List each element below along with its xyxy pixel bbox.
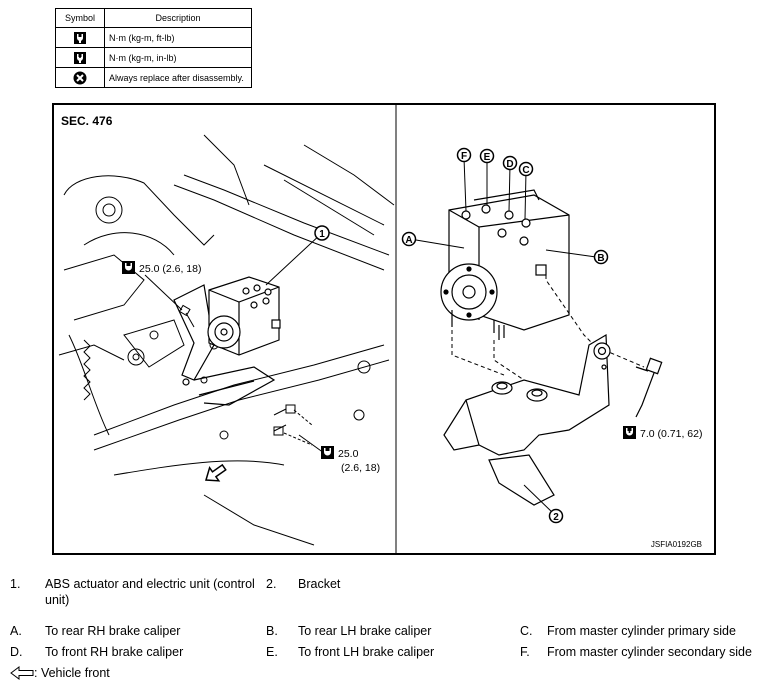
legend-text-F: From master cylinder secondary side [547, 645, 752, 659]
leader-lines-letters [415, 157, 597, 515]
legend-text-1: ABS actuator and electric unit (control … [45, 577, 255, 607]
vehicle-front-label: : Vehicle front [34, 666, 110, 680]
vehicle-structure [58, 134, 395, 546]
torque-callout-right: 7.0 (0.71, 62) [623, 426, 702, 440]
legend-text-2: Bracket [298, 577, 341, 591]
svg-text:C: C [522, 165, 529, 176]
figure-drawing: SEC. 476 [58, 105, 702, 553]
svg-text:7.0 (0.71, 62): 7.0 (0.71, 62) [640, 428, 702, 440]
symbol-desc-replace: Always replace after disassembly. [104, 67, 252, 88]
leader-torque-upper [144, 274, 183, 311]
legend-text-C: From master cylinder primary side [547, 624, 736, 638]
leader-1 [265, 232, 323, 286]
abs-unit-right [440, 189, 570, 340]
callout-F: F [456, 147, 472, 163]
section-label: SEC. 476 [61, 114, 113, 128]
legend-num-D: D. [10, 645, 23, 659]
abs-unit-left [207, 276, 281, 356]
legend-text-B: To rear LH brake caliper [298, 624, 432, 638]
svg-text:2: 2 [553, 512, 559, 523]
svg-text:25.0 (2.6, 18): 25.0 (2.6, 18) [139, 263, 201, 275]
bolts-left [178, 304, 313, 446]
figure-code: JSFIA0192GB [651, 540, 702, 549]
svg-text:F: F [461, 151, 467, 162]
vehicle-front-arrow-icon [10, 666, 34, 680]
svg-text:D: D [506, 159, 513, 170]
torque-callout-upper-left: 25.0 (2.6, 18) [122, 261, 201, 275]
callout-C: C [518, 161, 534, 177]
legend-text-E: To front LH brake caliper [298, 645, 435, 659]
always-replace-icon [73, 71, 87, 84]
torque-callout-lower: 25.0 (2.6, 18) [321, 446, 380, 474]
svg-text:B: B [597, 253, 604, 264]
leader-torque-lower [298, 434, 325, 454]
torque-wrench-icon [74, 31, 86, 44]
callout-D: D [502, 155, 518, 171]
legend-num-1: 1. [10, 577, 21, 591]
svg-text:A: A [405, 235, 412, 246]
legend-num-A: A. [10, 624, 22, 638]
letter-callouts: F E D C A B 2 [401, 147, 609, 524]
legend-text-A: To rear RH brake caliper [45, 624, 181, 638]
symbol-table: Symbol Description N·m (kg-m, ft-lb) N·m… [55, 8, 252, 88]
callout-2: 2 [548, 508, 564, 524]
legend-text-D: To front RH brake caliper [45, 645, 184, 659]
vehicle-front-arrow [205, 463, 227, 482]
svg-text:25.0: 25.0 [338, 448, 359, 460]
svg-text:1: 1 [319, 229, 325, 240]
torque-wrench-inlb-icon [74, 51, 86, 64]
legend-num-F: F. [520, 645, 530, 659]
svg-text:E: E [484, 152, 491, 163]
callout-B: B [593, 249, 609, 265]
callout-1: 1 [314, 225, 330, 241]
description-header: Description [104, 8, 252, 28]
symbol-header: Symbol [55, 8, 105, 28]
callout-E: E [479, 148, 495, 164]
legend-num-E: E. [266, 645, 278, 659]
legend-num-C: C. [520, 624, 533, 638]
bolt-right [635, 357, 663, 418]
symbol-desc-inlb: N·m (kg-m, in-lb) [104, 47, 252, 68]
callout-A: A [401, 231, 417, 247]
symbol-desc-ftlb: N·m (kg-m, ft-lb) [104, 27, 252, 48]
bracket-right [443, 333, 611, 506]
exploded-view-figure: SEC. 476 [52, 103, 716, 555]
legend-num-B: B. [266, 624, 278, 638]
bracket-left [173, 284, 276, 406]
legend-num-2: 2. [266, 577, 277, 591]
vehicle-front-legend: : Vehicle front [10, 665, 110, 681]
svg-text:(2.6, 18): (2.6, 18) [341, 462, 380, 474]
